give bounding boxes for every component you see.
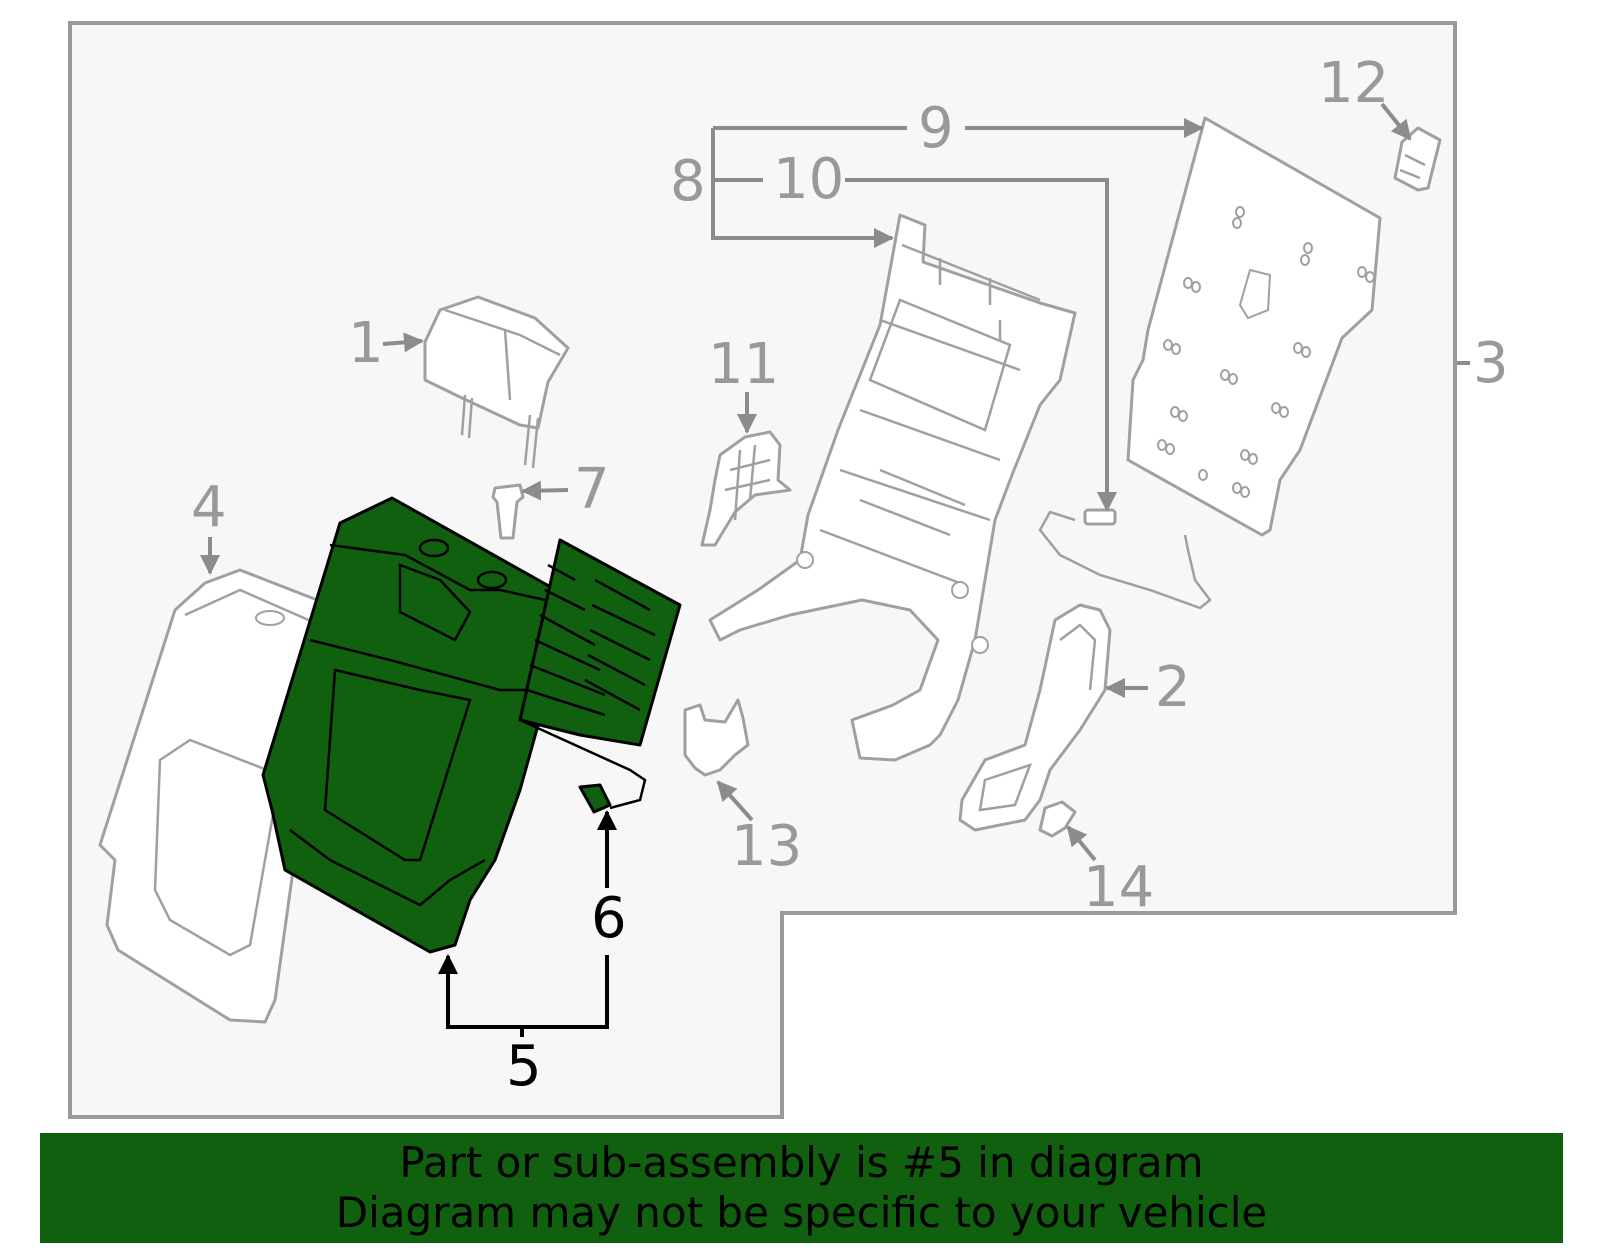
callout-2: 2 — [1155, 655, 1191, 720]
panel-holes — [1157, 206, 1375, 498]
part-14-clip — [1038, 800, 1077, 838]
part-1-headrest — [423, 295, 570, 469]
callout-11: 11 — [708, 332, 779, 397]
info-banner: Part or sub-assembly is #5 in diagram Di… — [40, 1133, 1563, 1243]
part-2-shield — [958, 603, 1112, 832]
part-13-bracket — [683, 698, 750, 777]
callout-5: 5 — [506, 1034, 542, 1099]
callout-13: 13 — [731, 814, 802, 879]
callout-4: 4 — [191, 475, 227, 540]
part-5-seat-back-highlighted — [261, 496, 567, 954]
callout-3: 3 — [1473, 331, 1509, 396]
callout-6: 6 — [591, 886, 627, 951]
part-11-cover — [700, 430, 792, 547]
leader-lines — [200, 102, 1470, 862]
banner-line-1: Part or sub-assembly is #5 in diagram — [399, 1138, 1204, 1187]
part-8-frame — [708, 213, 1077, 762]
callout-7: 7 — [574, 457, 610, 522]
part-4-seat-back-outline — [98, 568, 332, 1024]
callout-8: 8 — [670, 149, 706, 214]
part-7-guide — [491, 483, 525, 540]
part-9-back-panel — [1126, 116, 1382, 537]
banner-line-2: Diagram may not be specific to your vehi… — [335, 1188, 1268, 1237]
part-12-clip — [1393, 126, 1442, 192]
callouts: 1 2 3 4 5 6 7 8 9 10 11 12 13 14 — [191, 51, 1509, 1099]
callout-9: 9 — [918, 96, 954, 161]
callout-1: 1 — [348, 311, 384, 376]
leader-lines-highlighted — [438, 810, 617, 1037]
callout-14: 14 — [1083, 855, 1154, 920]
callout-10: 10 — [773, 147, 844, 212]
callout-12: 12 — [1318, 51, 1389, 116]
part-6-heater-mat-highlighted — [518, 538, 682, 814]
